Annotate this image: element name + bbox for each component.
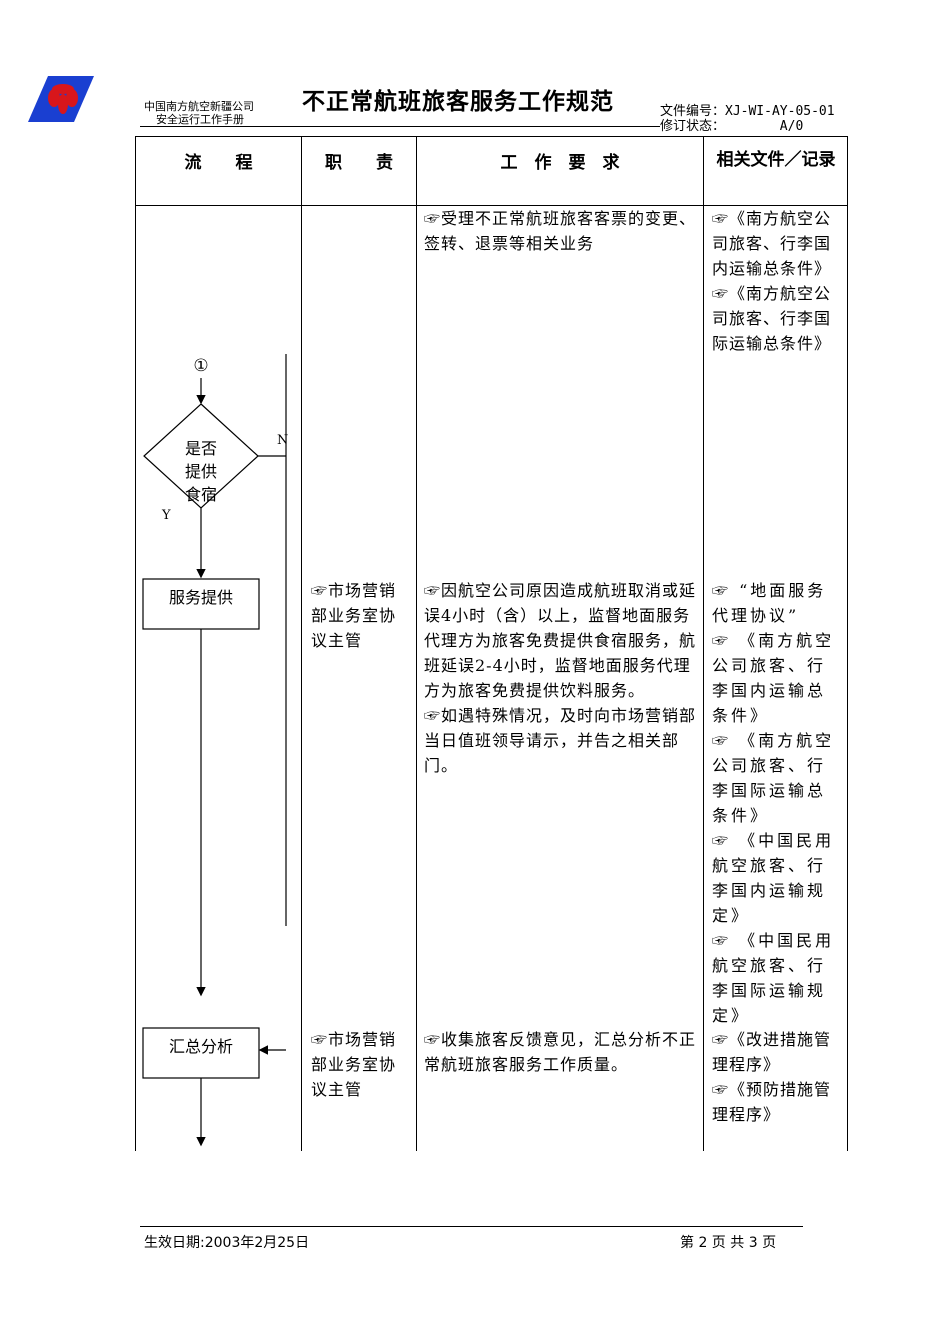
header-flow: 流 程: [184, 153, 253, 173]
requirement-text: ☞受理不正常航班旅客客票的变更、签转、退票等相关业务: [424, 209, 697, 253]
table-col-divider-1: [301, 136, 302, 1151]
connector-marker: ①: [193, 356, 209, 376]
table-left-border: [135, 136, 136, 1151]
header-role: 职 责: [325, 153, 393, 173]
table-header-divider: [135, 205, 848, 206]
doc-reference: ☞《南方航空公司旅客、行李国内运输总条件》: [712, 209, 832, 278]
no-label: N: [277, 433, 289, 448]
service-box-label: 服务提供: [168, 588, 233, 607]
footer-rule: [140, 1226, 803, 1227]
page-title: 不正常航班旅客服务工作规范: [302, 89, 614, 115]
page-number: 第 2 页 共 3 页: [680, 1235, 777, 1251]
doc-reference: ☞ “地面服务代理协议”: [712, 581, 827, 625]
document-number: 文件编号：XJ-WI-AY-05-01: [660, 104, 835, 119]
yes-label: Y: [162, 508, 171, 523]
header-rule: [140, 126, 660, 127]
flowchart: [142, 354, 287, 1147]
doc-reference: ☞ 《中国民用航空旅客、行李国际运输规定》: [712, 931, 835, 1025]
requirement-cell-1: ☞受理不正常航班旅客客票的变更、签转、退票等相关业务: [424, 206, 698, 256]
table-col-divider-3: [703, 136, 704, 1151]
doc-reference: ☞ 《南方航空公司旅客、行李国内运输总条件》: [712, 631, 835, 725]
requirement-cell-3: ☞收集旅客反馈意见，汇总分析不正常航班旅客服务工作质量。: [424, 1027, 698, 1077]
doc-reference: ☞《改进措施管理程序》: [712, 1030, 832, 1074]
manual-name: 安全运行工作手册: [156, 113, 244, 126]
role-cell-3: ☞市场营销部业务室协议主管: [311, 1030, 397, 1099]
company-logo: [28, 76, 96, 124]
summary-box-label: 汇总分析: [168, 1037, 233, 1056]
docs-cell-2: ☞ “地面服务代理协议” ☞ 《南方航空公司旅客、行李国内运输总条件》 ☞ 《南…: [712, 578, 842, 1028]
requirement-text: ☞收集旅客反馈意见，汇总分析不正常航班旅客服务工作质量。: [424, 1030, 697, 1074]
table-col-divider-2: [416, 136, 417, 1151]
decision-label: 是否提供食宿: [184, 439, 217, 504]
requirement-cell-2: ☞因航空公司原因造成航班取消或延误4小时（含）以上，监督地面服务代理方为旅客免费…: [424, 578, 698, 778]
header-requirement: 工 作 要 求: [500, 153, 620, 173]
doc-reference: ☞《南方航空公司旅客、行李国际运输总条件》: [712, 284, 832, 353]
revision-status: 修订状态： A/0: [660, 119, 804, 134]
docs-cell-1: ☞《南方航空公司旅客、行李国内运输总条件》 ☞《南方航空公司旅客、行李国际运输总…: [712, 206, 842, 356]
company-name: 中国南方航空新疆公司: [144, 100, 254, 113]
docs-cell-3: ☞《改进措施管理程序》 ☞《预防措施管理程序》: [712, 1027, 842, 1127]
doc-reference: ☞ 《中国民用航空旅客、行李国内运输规定》: [712, 831, 835, 925]
table-right-border: [847, 136, 848, 1151]
doc-reference: ☞《预防措施管理程序》: [712, 1080, 832, 1124]
requirement-text: ☞因航空公司原因造成航班取消或延误4小时（含）以上，监督地面服务代理方为旅客免费…: [424, 581, 697, 700]
table-top-border: [135, 136, 848, 137]
effective-date: 生效日期:2003年2月25日: [144, 1235, 310, 1251]
doc-reference: ☞ 《南方航空公司旅客、行李国际运输总条件》: [712, 731, 835, 825]
requirement-text: ☞如遇特殊情况，及时向市场营销部当日值班领导请示，并告之相关部门。: [424, 706, 697, 775]
role-cell-2: ☞市场营销部业务室协议主管: [311, 581, 397, 650]
header-related-docs: 相关文件／记录: [716, 150, 836, 170]
